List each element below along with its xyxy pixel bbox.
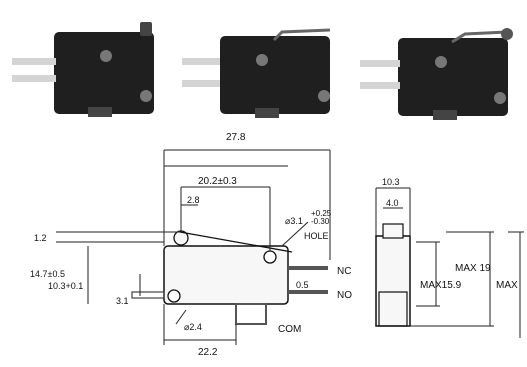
dim-hole: ⌀3.1	[285, 216, 303, 226]
dim-side-max19: MAX 19	[455, 263, 491, 274]
dim-side-inner: 4.0	[386, 198, 399, 208]
dim-small-left: 3.1	[116, 296, 129, 306]
dim-pin-spacing: 20.2±0.3	[198, 176, 237, 187]
dim-side-width: 10.3	[382, 177, 400, 187]
terminal-nc-label: NC	[337, 266, 351, 277]
front-view	[56, 149, 331, 345]
dim-overall-length: 27.8	[226, 132, 246, 143]
switch-photo-1	[12, 22, 154, 117]
dim-hole-tol-top: +0.25	[311, 209, 332, 218]
dim-height-pin: 10.3+0.1	[48, 281, 83, 291]
dim-side-max159: MAX15.9	[420, 280, 462, 291]
dim-left-top: 1.2	[34, 233, 47, 243]
switch-photo-3	[360, 28, 513, 120]
dim-pin-dia: ⌀2.4	[184, 322, 202, 332]
terminal-com-label: COM	[278, 324, 301, 335]
side-view	[375, 187, 524, 338]
dim-side-max-right: MAX	[496, 280, 518, 291]
dim-hole-tol-bottom: -0.30	[311, 217, 330, 226]
hole-label: HOLE	[304, 231, 329, 241]
dim-top-offset: 2.8	[187, 195, 200, 205]
dim-right-small: 0.5	[296, 280, 309, 290]
terminal-no-label: NO	[337, 290, 352, 301]
switch-photo-2	[182, 28, 331, 118]
dim-bottom-width: 22.2	[198, 347, 218, 358]
dim-height-main: 14.7±0.5	[30, 269, 65, 279]
